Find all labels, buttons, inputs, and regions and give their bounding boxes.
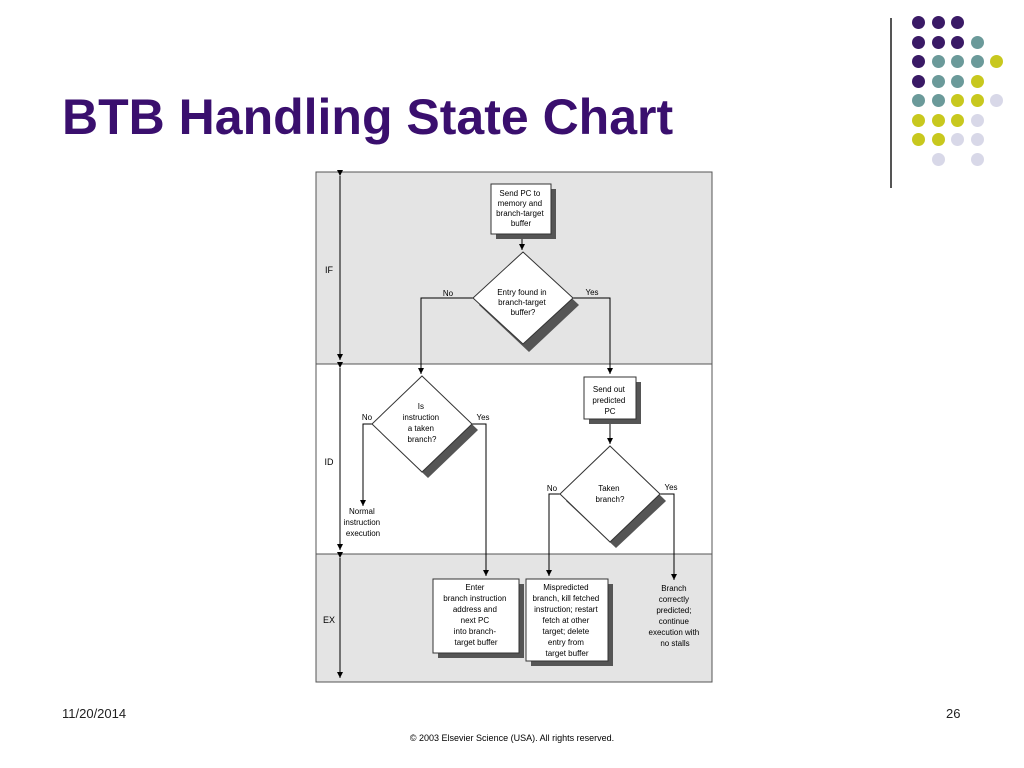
is-taken-text: Is instruction a taken branch?: [403, 402, 442, 444]
decorative-dot: [970, 55, 984, 68]
decorative-dot: [951, 55, 964, 68]
enter-branch-text: Enter branch instruction address and nex…: [443, 583, 508, 647]
decorative-dot: [951, 16, 964, 29]
decorative-dot: [912, 74, 925, 88]
taken-branch-text: Taken branch?: [596, 484, 625, 504]
flow-connectors: [360, 234, 677, 580]
is-taken-decision: [371, 375, 473, 473]
decorative-dot: [931, 152, 945, 166]
decorative-dot: [912, 35, 925, 49]
slide-title: BTB Handling State Chart: [62, 89, 674, 145]
correct-prediction-text: Branch correctly predicted; continue exe…: [649, 584, 702, 648]
decorative-dot: [931, 113, 945, 127]
decorative-dot: [951, 133, 964, 146]
decorative-dot: [931, 35, 945, 49]
slide-date: 11/20/2014: [62, 706, 127, 721]
taken-branch-decision: [559, 445, 661, 543]
decorative-dot: [970, 35, 984, 49]
decorative-dot: [912, 16, 925, 29]
decorative-dot: [912, 55, 925, 68]
enter-branch-box: [432, 578, 520, 654]
entry-found-text: Entry found in branch-target buffer?: [497, 288, 549, 317]
decorative-dot: [931, 16, 945, 29]
edge-label-taken-yes: Yes: [664, 483, 677, 492]
decorative-dot: [970, 74, 984, 88]
decorative-dot: [912, 133, 925, 146]
copyright-notice: © 2003 Elsevier Science (USA). All right…: [409, 733, 615, 743]
edge-label-is-taken-no: No: [362, 413, 373, 422]
send-pc-text: Send PC to memory and branch-target buff…: [496, 189, 546, 228]
decorative-dot: [970, 133, 984, 146]
decorative-dot: [912, 113, 925, 127]
edge-label-taken-no: No: [547, 484, 558, 493]
decorative-dot: [931, 74, 945, 88]
edge-label-entry-no: No: [443, 289, 454, 298]
id-stage-band: [315, 363, 713, 555]
normal-execution-text: Normal instruction execution: [344, 507, 383, 538]
send-pc-box: [490, 183, 552, 235]
stage-label-if: IF: [325, 265, 334, 275]
decorative-dot: [951, 74, 964, 88]
entry-found-decision: [472, 251, 574, 345]
stage-label-id: ID: [325, 457, 335, 467]
decorative-dot: [970, 94, 984, 107]
decorative-dot: [951, 94, 964, 107]
decorative-dot: [951, 113, 964, 127]
decorative-dot: [970, 113, 984, 127]
decorative-dot: [912, 94, 925, 107]
mispredicted-box: [525, 578, 609, 662]
send-predicted-text: Send out predicted PC: [592, 385, 627, 416]
slide-page-number: 26: [946, 706, 961, 721]
decorative-dot: [931, 94, 945, 107]
decorative-dot: [931, 55, 945, 68]
mispredicted-text: Mispredicted branch, kill fetched instru…: [533, 583, 602, 658]
decorative-dot: [990, 94, 1003, 107]
edge-label-is-taken-yes: Yes: [476, 413, 489, 422]
decorative-dot: [990, 55, 1003, 68]
stage-label-ex: EX: [323, 615, 335, 625]
send-predicted-box: [583, 376, 637, 420]
decorative-dot: [970, 152, 984, 166]
edge-label-entry-yes: Yes: [585, 288, 598, 297]
decorative-dot: [951, 35, 964, 49]
decorative-dot: [931, 133, 945, 146]
title-divider-line: [890, 18, 892, 188]
